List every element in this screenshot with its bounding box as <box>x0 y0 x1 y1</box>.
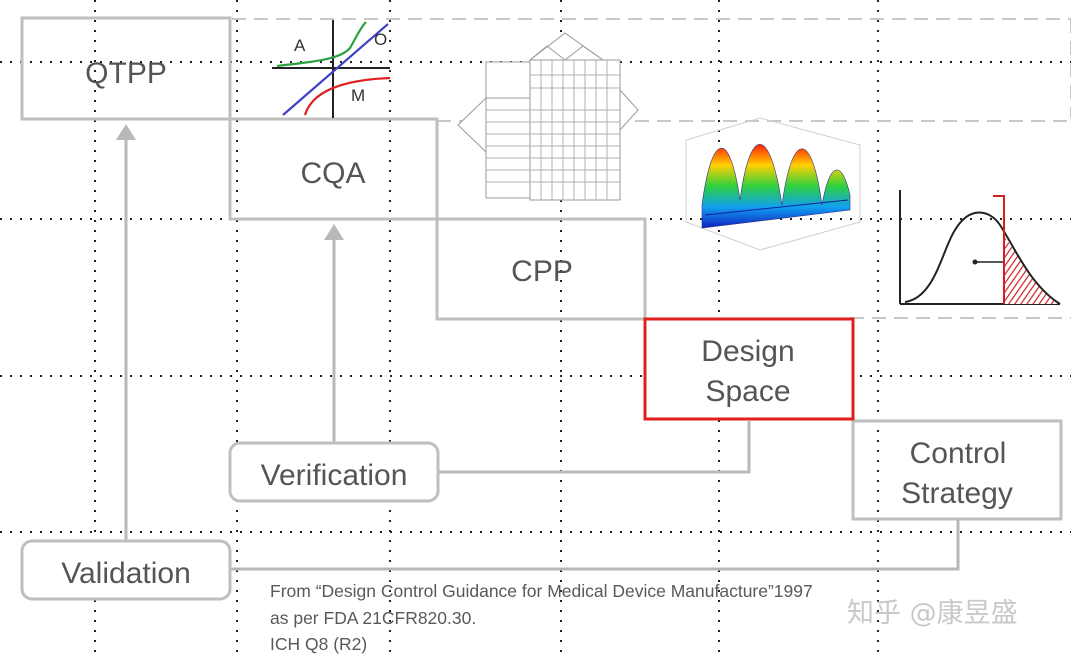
cqa-label: CQA <box>300 157 365 190</box>
response-surface-thumbnail <box>685 117 861 251</box>
validation-box <box>20 539 232 601</box>
design-space-label-line2: Space <box>705 375 790 408</box>
watermark: 知乎 @康昱盛 <box>847 598 1018 629</box>
distribution-thumbnail <box>899 190 1061 305</box>
control-strategy-label-line2: Strategy <box>901 477 1013 510</box>
house-of-quality-thumbnail <box>457 32 639 201</box>
dashed-frames <box>232 18 1071 319</box>
step-frames <box>20 16 1063 521</box>
verification-label: Verification <box>261 459 408 492</box>
arrow-up-icon <box>324 224 344 240</box>
curves-graph: A O M <box>272 20 391 118</box>
source-note-line3: ICH Q8 (R2) <box>270 634 367 654</box>
validation-label: Validation <box>61 557 191 590</box>
design-space-label-line1: Design <box>701 335 794 368</box>
design-space-box <box>643 317 855 421</box>
curve-label-a: A <box>294 36 306 55</box>
curve-label-o: O <box>374 30 387 49</box>
arrow-up-icon <box>116 124 136 140</box>
cpp-label: CPP <box>511 255 573 288</box>
control-strategy-label-line1: Control <box>910 437 1007 470</box>
qtpp-box <box>20 16 232 121</box>
qtpp-label: QTPP <box>85 57 167 90</box>
source-note-line2: as per FDA 21CFR820.30. <box>270 608 476 628</box>
control-strategy-box <box>851 419 1063 521</box>
source-note-line1: From “Design Control Guidance for Medica… <box>270 581 813 601</box>
arrow-heads <box>116 124 344 240</box>
curve-label-m: M <box>351 86 365 105</box>
verification-box <box>228 441 440 503</box>
connectors <box>124 132 960 571</box>
